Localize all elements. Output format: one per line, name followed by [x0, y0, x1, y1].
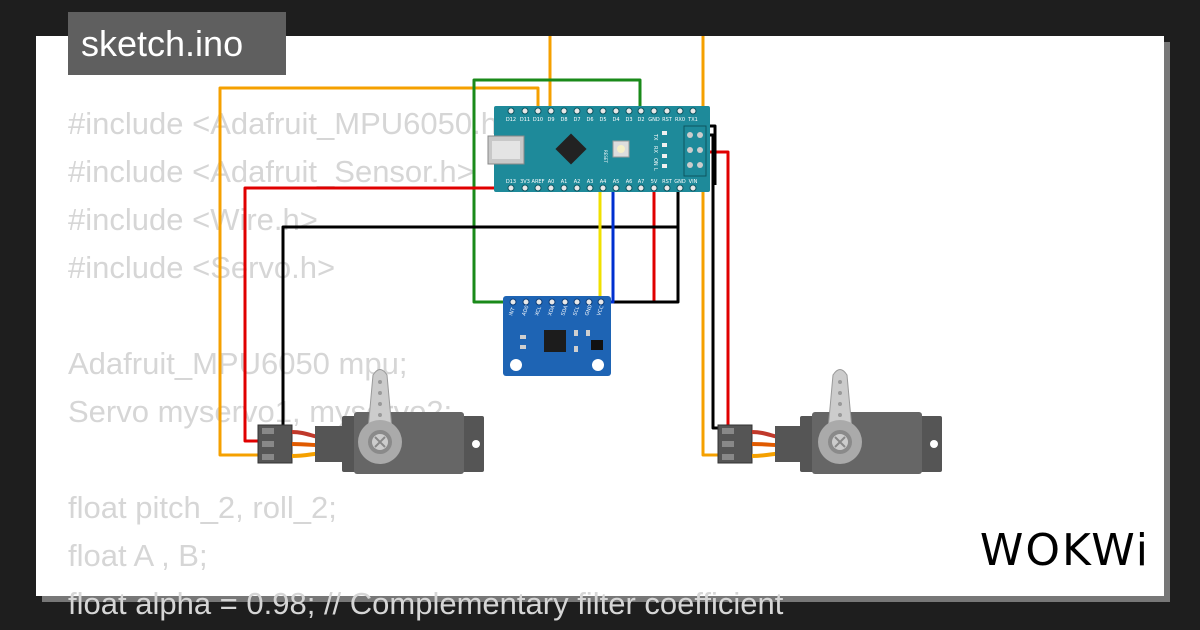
pin-label: 3V3 — [520, 179, 530, 185]
pin-label: RX0 — [675, 117, 685, 123]
pin-label: D12 — [506, 117, 516, 123]
code-line: float pitch_2, roll_2; — [68, 490, 337, 525]
pin-label: SDA — [560, 304, 569, 316]
pin-label: XDA — [547, 304, 556, 317]
pin-label: GND — [584, 304, 594, 317]
pin-label: D7 — [573, 117, 580, 123]
pin-label: D6 — [586, 117, 593, 123]
pin-label: A4 — [600, 179, 607, 185]
pin-label: D4 — [612, 117, 619, 123]
reset-label: RESET — [603, 150, 608, 163]
code-line: float A , B; — [68, 538, 208, 573]
led-label: ON — [652, 158, 658, 166]
pin-label: VIN — [689, 179, 698, 185]
code-line: Adafruit_MPU6050 mpu; — [68, 346, 408, 381]
mpu6050-sensor[interactable]: INT AD0 XCL XDA SDA SCL GND VCC — [503, 296, 611, 376]
pin-label: RST — [662, 179, 673, 185]
servo-motor-2[interactable] — [717, 369, 942, 475]
pin-label: TX1 — [687, 117, 698, 123]
led-label: TX — [652, 133, 658, 141]
pin-label: D10 — [533, 117, 543, 123]
servo-horn[interactable] — [827, 369, 853, 431]
servo-motor-1[interactable] — [257, 369, 484, 475]
sketch-file-tab[interactable]: sketch.ino — [68, 12, 286, 75]
wokwi-logo: WOKWi — [979, 525, 1150, 576]
code-preview: #include <Adafruit_MPU6050.h> #include <A… — [68, 100, 783, 628]
pin-label: INT — [508, 306, 517, 317]
pin-label: D3 — [625, 117, 632, 123]
wire-orange-servo1 — [218, 86, 540, 457]
pin-label: D11 — [520, 117, 530, 123]
pin-label: AREF — [532, 179, 545, 185]
code-line: float alpha = 0.98; // Complementary fil… — [68, 586, 784, 621]
mpu-chip — [544, 330, 566, 352]
pin-label: D8 — [560, 117, 567, 123]
pin-label: XCL — [534, 306, 543, 317]
pin-label: D2 — [637, 117, 644, 123]
pin-label: D5 — [599, 117, 606, 123]
pin-label: A6 — [626, 179, 633, 185]
code-line: #include <Adafruit_MPU6050.h> — [68, 106, 517, 141]
pin-label: A0 — [548, 179, 555, 185]
arduino-nano-board[interactable]: D12 D11 D10 D9 D8 D7 D6 D5 D4 D3 D2 GND … — [487, 106, 710, 192]
pin-label: A7 — [638, 179, 645, 185]
pin-label: D13 — [506, 179, 516, 185]
pin-label: A1 — [561, 179, 568, 185]
wire-orange-servo2 — [701, 36, 718, 457]
led-label: L — [652, 168, 658, 171]
pin-label: RST — [662, 117, 673, 123]
wire-black-mpu — [588, 186, 680, 304]
code-line: #include <Servo.h> — [68, 250, 336, 285]
pin-label: 5V — [651, 179, 658, 185]
led-label: RX — [652, 146, 658, 153]
wire-green-int — [472, 78, 642, 304]
pin-label: A3 — [587, 179, 594, 185]
pin-label: GND — [648, 117, 660, 123]
icsp-header — [683, 125, 707, 177]
servo-horn[interactable] — [367, 369, 393, 431]
wire-blue-sda — [576, 188, 615, 304]
pin-label: AD0 — [521, 305, 530, 317]
code-line: #include <Wire.h> — [68, 202, 318, 237]
pin-label: D9 — [547, 117, 554, 123]
pin-label: A2 — [574, 179, 581, 185]
code-line: #include <Adafruit_Sensor.h> — [68, 154, 475, 189]
pin-label: A5 — [613, 179, 620, 185]
wire-red-servo2 — [706, 150, 730, 443]
pin-label: VCC — [596, 304, 605, 316]
pin-label: SCL — [572, 306, 581, 317]
wire-yellow-scl — [565, 188, 602, 304]
pin-label: GND — [674, 179, 686, 185]
